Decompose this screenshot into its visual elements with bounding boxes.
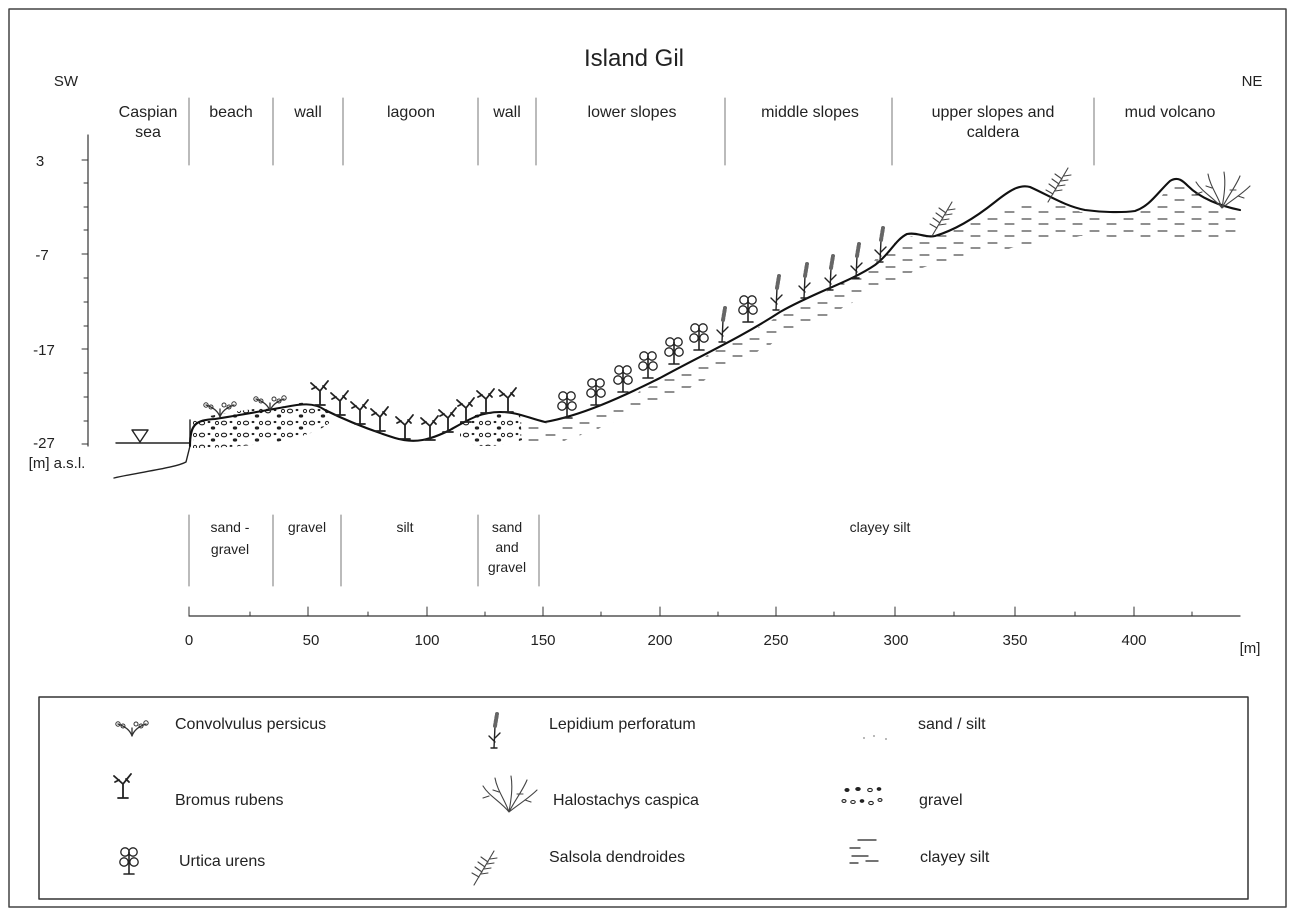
zone-label-middle-slopes: middle slopes (761, 104, 859, 121)
urtica-plant (737, 294, 759, 323)
lepidium-plant (769, 274, 784, 312)
elevation-unit-label: [m] a.s.l. (29, 455, 86, 472)
zone-dividers (188, 97, 1095, 166)
legend-item-lepidium: Lepidium perforatum (487, 712, 696, 750)
sand-silt-icon (863, 735, 887, 740)
elevation-tick-minus-7: -7 (35, 247, 48, 264)
distance-unit-label: [m] (1240, 640, 1261, 657)
diagram-title: Island Gil (584, 45, 684, 72)
bromus-plant (370, 406, 389, 432)
bromus-plant (476, 388, 495, 414)
substrate-label-clayey-silt: clayey silt (850, 519, 911, 535)
clayey-silt-icon (849, 839, 879, 864)
legend-item-salsola: Salsola dendroides (471, 849, 685, 886)
urtica-plant (612, 364, 634, 393)
substrate-label-sand-gravel: sand -gravel (211, 519, 250, 557)
orientation-ne: NE (1242, 73, 1263, 90)
legend-label-urtica: Urtica urens (179, 853, 265, 870)
lepidium-plant (715, 306, 730, 344)
zone-label-lower-slopes: lower slopes (588, 104, 677, 121)
elevation-tick-minus-17: -17 (33, 342, 55, 359)
legend-item-bromus: Bromus rubens (113, 773, 284, 809)
distance-tick-150: 150 (530, 632, 555, 649)
legend-item-halostachys: Halostachys caspica (482, 775, 699, 813)
lepidium-icon (487, 712, 502, 750)
distance-tick-50: 50 (303, 632, 320, 649)
elevation-tick-3: 3 (36, 153, 44, 170)
legend-label-bromus: Bromus rubens (175, 792, 284, 809)
bromus-icon (113, 773, 132, 799)
legend: Convolvulus persicus Lepidium perforatum… (38, 696, 1249, 900)
substrate-label-silt: silt (396, 519, 413, 535)
distance-tick-300: 300 (883, 632, 908, 649)
zone-label-lagoon: lagoon (387, 104, 435, 121)
bromus-plant (330, 390, 349, 416)
legend-item-clayey-silt: clayey silt (849, 839, 990, 866)
urtica-plant (637, 350, 659, 379)
legend-item-gravel: gravel (841, 786, 963, 809)
legend-label-lepidium: Lepidium perforatum (549, 716, 696, 733)
substrate-fills (193, 184, 1240, 448)
urtica-plant (663, 336, 685, 365)
orientation-sw: SW (54, 73, 79, 90)
legend-label-halostachys: Halostachys caspica (553, 792, 699, 809)
gravel-icon (841, 786, 883, 806)
halostachys-icon (482, 775, 538, 813)
terrain-profile (188, 177, 1242, 448)
legend-item-sand-silt: sand / silt (863, 716, 986, 740)
outer-frame (8, 8, 1287, 908)
legend-label-convolvulus: Convolvulus persicus (175, 716, 326, 733)
zone-label-beach: beach (209, 104, 253, 121)
distance-tick-400: 400 (1121, 632, 1146, 649)
distance-axis: 0 50 100 150 200 250 300 350 400 [m] (185, 606, 1261, 657)
elevation-axis: 3 -7 -17 -27 [m] a.s.l. (29, 134, 89, 472)
legend-item-urtica: Urtica urens (119, 846, 265, 875)
legend-label-sand-silt: sand / silt (918, 716, 986, 733)
urtica-plant (688, 322, 710, 351)
zone-label-wall-east: wall (492, 104, 521, 121)
distance-tick-200: 200 (647, 632, 672, 649)
legend-item-convolvulus: Convolvulus persicus (115, 716, 326, 737)
convolvulus-icon (115, 720, 149, 737)
salsola-icon (471, 850, 498, 886)
substrate-label-gravel: gravel (288, 519, 326, 535)
vegetation (203, 167, 1251, 441)
distance-tick-100: 100 (414, 632, 439, 649)
bromus-plant (350, 399, 369, 425)
legend-label-clayey-silt: clayey silt (920, 849, 990, 866)
legend-label-gravel: gravel (919, 792, 963, 809)
zone-label-mud-volcano: mud volcano (1125, 104, 1216, 121)
legend-label-salsola: Salsola dendroides (549, 849, 685, 866)
legend-box (38, 696, 1249, 900)
elevation-tick-minus-27: -27 (33, 435, 55, 452)
distance-tick-350: 350 (1002, 632, 1027, 649)
lepidium-plant (797, 262, 812, 300)
zone-label-wall-west: wall (293, 104, 322, 121)
urtica-plant (585, 377, 607, 406)
distance-tick-250: 250 (763, 632, 788, 649)
urtica-icon (119, 846, 139, 875)
sea-level-marker (113, 419, 191, 479)
bromus-plant (498, 387, 517, 413)
bromus-plant (395, 414, 414, 440)
distance-tick-0: 0 (185, 632, 193, 649)
bromus-plant (310, 380, 329, 406)
